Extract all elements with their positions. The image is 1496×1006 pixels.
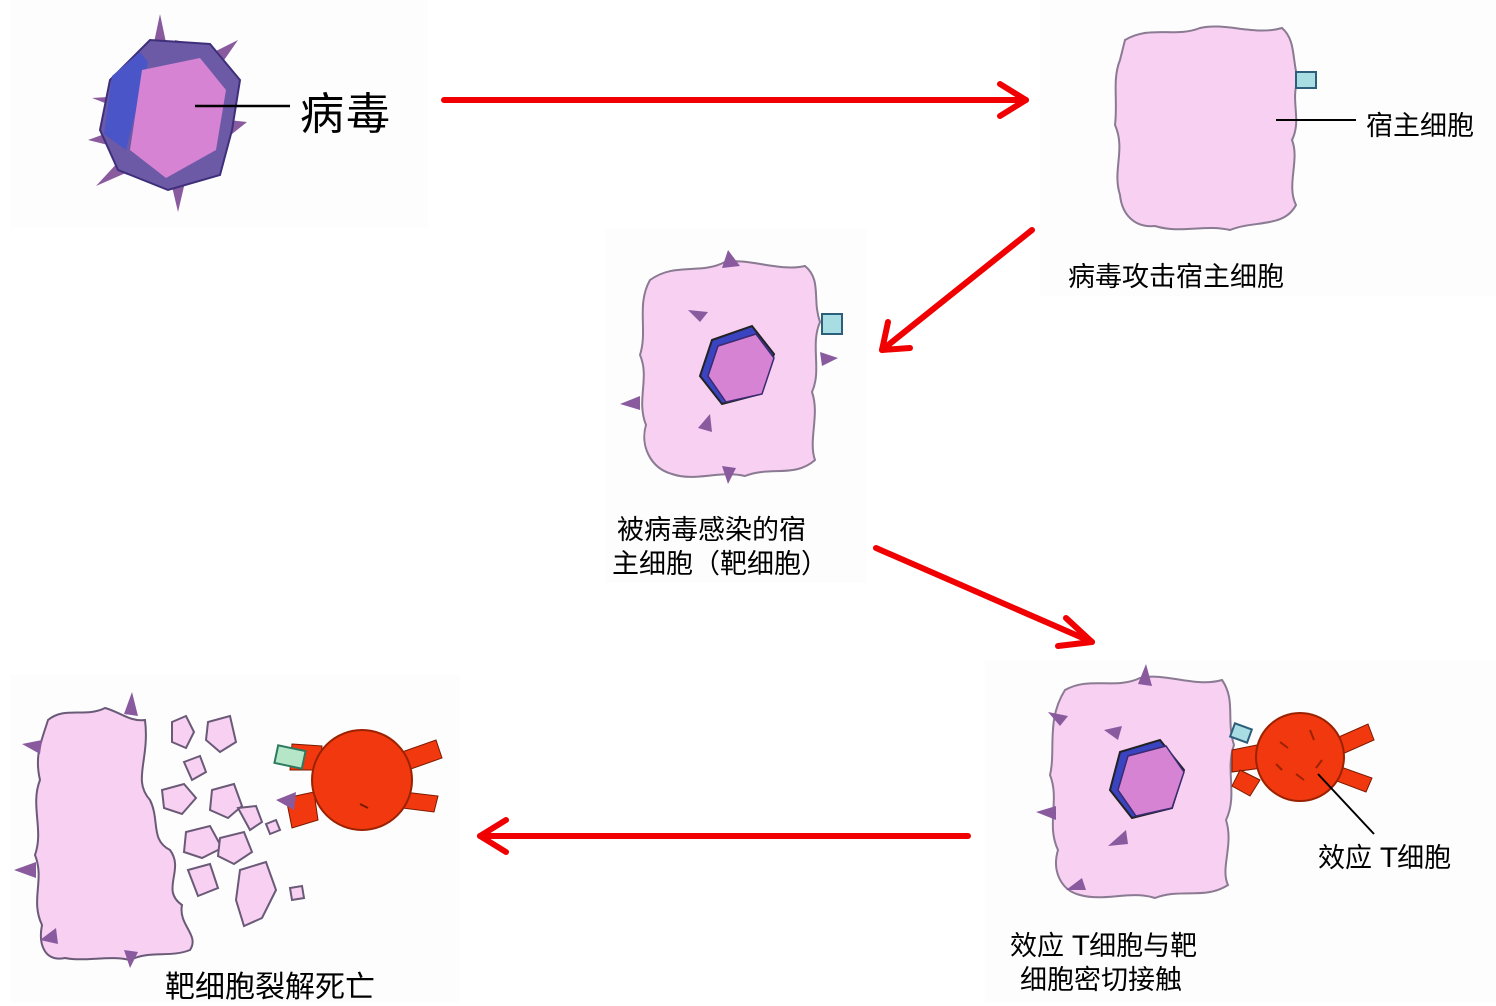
lysed-cell-body xyxy=(33,706,194,962)
lysis-caption: 靶细胞裂解死亡 xyxy=(165,970,375,1005)
contact-caption-line2: 细胞密切接触 xyxy=(1020,965,1182,996)
target-cell-spikes xyxy=(1036,664,1152,890)
arrow-down-right-icon xyxy=(873,545,1095,649)
lysis-spike-fragment xyxy=(276,792,296,810)
infected-caption-line1: 被病毒感染的宿 xyxy=(617,515,806,546)
t-cell-marks xyxy=(1275,729,1323,781)
infected-cell-spikes xyxy=(620,250,838,484)
contact-caption-line1: 效应 T细胞与靶 xyxy=(1010,931,1198,962)
infected-cell-receptor xyxy=(821,313,843,335)
lysis-t-cell-receptor xyxy=(273,744,307,770)
host-cell-body xyxy=(1113,25,1300,232)
virus-capsid-side xyxy=(104,52,148,150)
infected-caption-line2: 主细胞（靶细胞） xyxy=(612,549,828,580)
attack-caption: 病毒攻击宿主细胞 xyxy=(1068,262,1284,293)
effector-t-label: 效应 T细胞 xyxy=(1318,843,1452,874)
host-cell-label: 宿主细胞 xyxy=(1366,111,1474,142)
virus-capsid-face xyxy=(130,58,226,178)
virus-label: 病毒 xyxy=(300,89,392,140)
arrow-down-left-icon xyxy=(879,227,1035,353)
arrow-right-icon xyxy=(441,81,1029,119)
target-virus-face xyxy=(1117,745,1185,817)
cell-fragments xyxy=(160,714,306,928)
t-cell-leader-line xyxy=(1317,773,1375,835)
lysis-t-cell-body xyxy=(311,729,413,831)
infected-virus-face xyxy=(707,333,775,403)
t-cell-receptor xyxy=(1228,722,1254,744)
lysis-t-cell-mark xyxy=(359,803,369,809)
arrow-left-icon xyxy=(477,817,971,855)
lysed-cell-spikes xyxy=(14,692,138,968)
host-cell-receptor xyxy=(1295,71,1317,89)
